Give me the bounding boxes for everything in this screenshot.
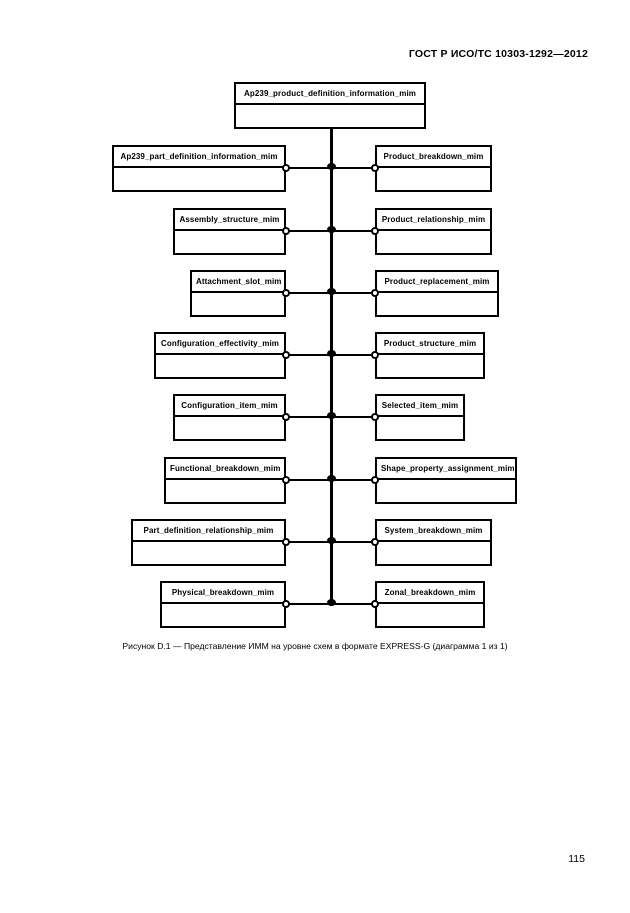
branch-line-left-8 (286, 603, 331, 605)
entity-name: Zonal_breakdown_mim (377, 583, 483, 604)
trunk-line (330, 129, 333, 606)
branch-line-left-4 (286, 354, 331, 356)
entity-box-left-2: Assembly_structure_mim (173, 208, 286, 255)
entity-attribute-area (377, 293, 497, 315)
trunk-junction (327, 412, 336, 419)
entity-box-left-3: Attachment_slot_mim (190, 270, 286, 317)
figure-caption: Рисунок D.1 — Представление ИММ на уровн… (122, 641, 508, 651)
express-g-diagram: Ap239_product_definition_information_mim… (112, 82, 517, 628)
trunk-junction (327, 288, 336, 295)
connector-circle-right-8 (371, 600, 379, 608)
entity-attribute-area (175, 231, 284, 253)
connector-circle-left-6 (282, 476, 290, 484)
branch-line-right-7 (331, 541, 375, 543)
entity-name: Product_breakdown_mim (377, 147, 490, 168)
entity-box-right-5: Selected_item_mim (375, 394, 465, 441)
entity-name: Ap239_product_definition_information_mim (236, 84, 424, 105)
connector-circle-right-6 (371, 476, 379, 484)
entity-box-left-1: Ap239_part_definition_information_mim (112, 145, 286, 192)
entity-attribute-area (156, 355, 284, 377)
entity-name: Product_replacement_mim (377, 272, 497, 293)
connector-circle-left-1 (282, 164, 290, 172)
connector-circle-right-4 (371, 351, 379, 359)
entity-box-left-6: Functional_breakdown_mim (164, 457, 286, 504)
connector-circle-left-7 (282, 538, 290, 546)
entity-attribute-area (377, 231, 490, 253)
entity-box-root: Ap239_product_definition_information_mim (234, 82, 426, 129)
connector-circle-right-2 (371, 227, 379, 235)
entity-name: Functional_breakdown_mim (166, 459, 284, 480)
entity-attribute-area (133, 542, 284, 564)
entity-attribute-area (377, 355, 483, 377)
branch-line-right-1 (331, 167, 375, 169)
entity-box-right-2: Product_relationship_mim (375, 208, 492, 255)
entity-name: Assembly_structure_mim (175, 210, 284, 231)
page-number: 115 (568, 853, 585, 865)
branch-line-right-2 (331, 230, 375, 232)
connector-circle-right-5 (371, 413, 379, 421)
entity-box-right-6: Shape_property_assignment_mim (375, 457, 517, 504)
entity-box-right-3: Product_replacement_mim (375, 270, 499, 317)
connector-circle-left-2 (282, 227, 290, 235)
trunk-junction (327, 350, 336, 357)
entity-name: Product_relationship_mim (377, 210, 490, 231)
branch-line-right-5 (331, 416, 375, 418)
entity-name: Configuration_item_mim (175, 396, 284, 417)
entity-box-right-4: Product_structure_mim (375, 332, 485, 379)
entity-attribute-area (377, 417, 463, 439)
entity-attribute-area (192, 293, 284, 315)
branch-line-right-8 (331, 603, 375, 605)
connector-circle-left-3 (282, 289, 290, 297)
branch-line-left-3 (286, 292, 331, 294)
entity-name: Part_definition_relationship_mim (133, 521, 284, 542)
trunk-junction (327, 599, 336, 606)
branch-line-left-5 (286, 416, 331, 418)
connector-circle-left-4 (282, 351, 290, 359)
entity-attribute-area (377, 480, 515, 502)
entity-box-right-8: Zonal_breakdown_mim (375, 581, 485, 628)
entity-name: Shape_property_assignment_mim (377, 459, 515, 480)
entity-attribute-area (377, 542, 490, 564)
entity-name: Configuration_effectivity_mim (156, 334, 284, 355)
entity-box-right-7: System_breakdown_mim (375, 519, 492, 566)
entity-attribute-area (377, 168, 490, 190)
entity-box-left-8: Physical_breakdown_mim (160, 581, 286, 628)
entity-attribute-area (377, 604, 483, 626)
trunk-junction (327, 475, 336, 482)
trunk-junction (327, 226, 336, 233)
branch-line-right-6 (331, 479, 375, 481)
branch-line-right-3 (331, 292, 375, 294)
entity-name: Attachment_slot_mim (192, 272, 284, 293)
entity-attribute-area (162, 604, 284, 626)
branch-line-left-6 (286, 479, 331, 481)
branch-line-right-4 (331, 354, 375, 356)
connector-circle-right-1 (371, 164, 379, 172)
entity-name: Ap239_part_definition_information_mim (114, 147, 284, 168)
connector-circle-left-5 (282, 413, 290, 421)
trunk-junction (327, 537, 336, 544)
entity-attribute-area (175, 417, 284, 439)
branch-line-left-7 (286, 541, 331, 543)
entity-box-left-7: Part_definition_relationship_mim (131, 519, 286, 566)
document-header-standard-number: ГОСТ Р ИСО/ТС 10303-1292—2012 (408, 48, 588, 60)
entity-box-left-4: Configuration_effectivity_mim (154, 332, 286, 379)
connector-circle-right-7 (371, 538, 379, 546)
entity-attribute-area (236, 105, 424, 127)
entity-box-left-5: Configuration_item_mim (173, 394, 286, 441)
branch-line-left-1 (286, 167, 331, 169)
entity-name: System_breakdown_mim (377, 521, 490, 542)
branch-line-left-2 (286, 230, 331, 232)
entity-name: Product_structure_mim (377, 334, 483, 355)
connector-circle-left-8 (282, 600, 290, 608)
entity-attribute-area (114, 168, 284, 190)
entity-attribute-area (166, 480, 284, 502)
entity-name: Physical_breakdown_mim (162, 583, 284, 604)
entity-name: Selected_item_mim (377, 396, 463, 417)
trunk-junction (327, 163, 336, 170)
connector-circle-right-3 (371, 289, 379, 297)
entity-box-right-1: Product_breakdown_mim (375, 145, 492, 192)
